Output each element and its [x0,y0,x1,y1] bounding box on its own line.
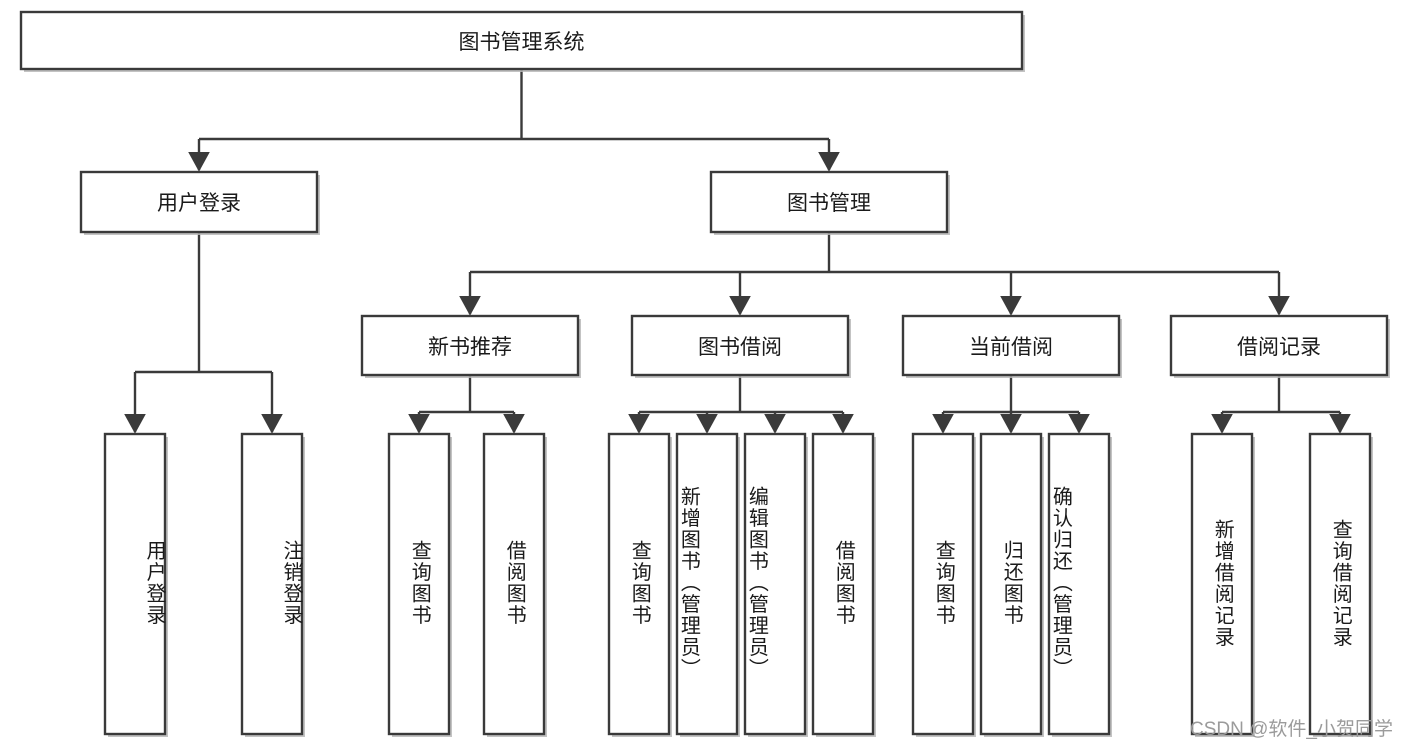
node-box-level2-用户登录[interactable] [79,170,319,234]
node-box-leaf-新增图书管理员[interactable] [675,432,739,736]
node-box-leaf-查询图书[interactable] [387,432,451,736]
node-box-level3-当前借阅[interactable] [901,314,1121,377]
node-box-leaf-确认归还管理员[interactable] [1047,432,1111,736]
node-box-leaf-归还图书[interactable] [979,432,1043,736]
node-box-level3-图书借阅[interactable] [630,314,850,377]
node-box-leaf-查询图书[interactable] [911,432,975,736]
node-box-level2-图书管理[interactable] [709,170,949,234]
node-box-level3-新书推荐[interactable] [360,314,580,377]
node-box-leaf-查询借阅记录[interactable] [1308,432,1372,736]
node-box-leaf-注销登录[interactable] [240,432,304,736]
node-box-leaf-查询图书[interactable] [607,432,671,736]
edges-layer [124,69,1351,434]
node-box-root-图书管理系统[interactable] [19,10,1024,71]
node-box-leaf-新增借阅记录[interactable] [1190,432,1254,736]
node-box-level3-借阅记录[interactable] [1169,314,1389,377]
node-box-leaf-借阅图书[interactable] [482,432,546,736]
boxes-layer [19,10,1390,737]
node-box-leaf-用户登录[interactable] [103,432,167,736]
node-box-leaf-编辑图书管理员[interactable] [743,432,807,736]
node-box-leaf-借阅图书[interactable] [811,432,875,736]
